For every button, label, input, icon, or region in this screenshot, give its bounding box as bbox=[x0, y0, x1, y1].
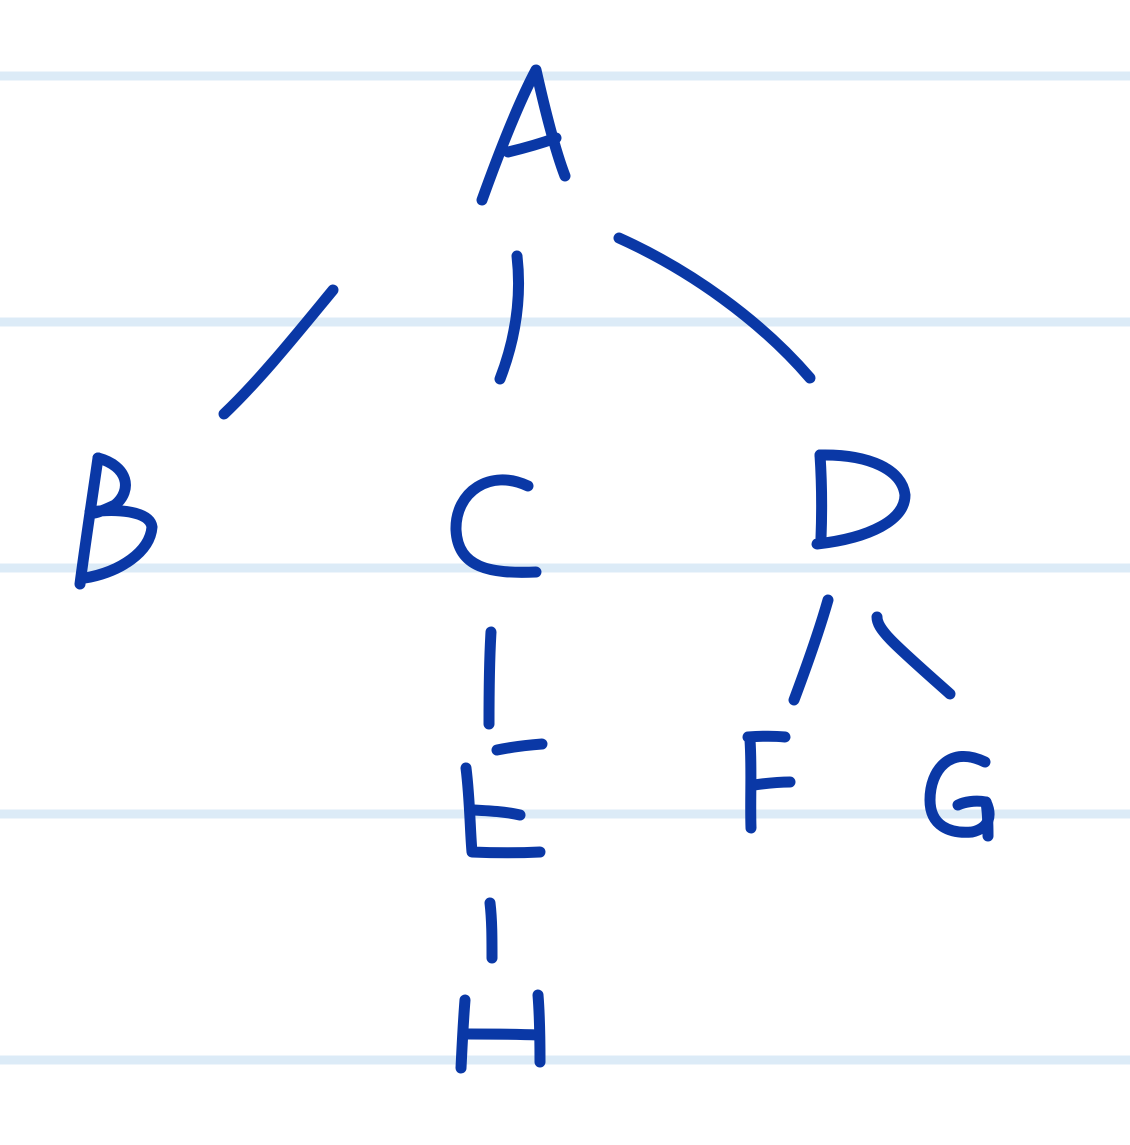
edge-d-f bbox=[788, 594, 834, 706]
edge-a-d bbox=[613, 232, 816, 384]
node-a bbox=[476, 64, 571, 206]
node-g bbox=[924, 751, 995, 842]
node-e bbox=[460, 738, 548, 859]
node-h bbox=[455, 989, 546, 1074]
edge-e-h bbox=[484, 897, 498, 964]
edge-d-g bbox=[871, 611, 956, 700]
node-b bbox=[74, 452, 158, 590]
edge-a-c bbox=[494, 250, 525, 385]
edge-c-e bbox=[483, 626, 497, 730]
tree-edges bbox=[218, 232, 956, 964]
node-d bbox=[811, 449, 911, 550]
tree-nodes bbox=[74, 64, 995, 1074]
node-c bbox=[450, 474, 542, 578]
ruled-lines bbox=[0, 71, 1130, 1065]
node-f bbox=[742, 730, 796, 834]
edge-a-b bbox=[218, 284, 339, 420]
